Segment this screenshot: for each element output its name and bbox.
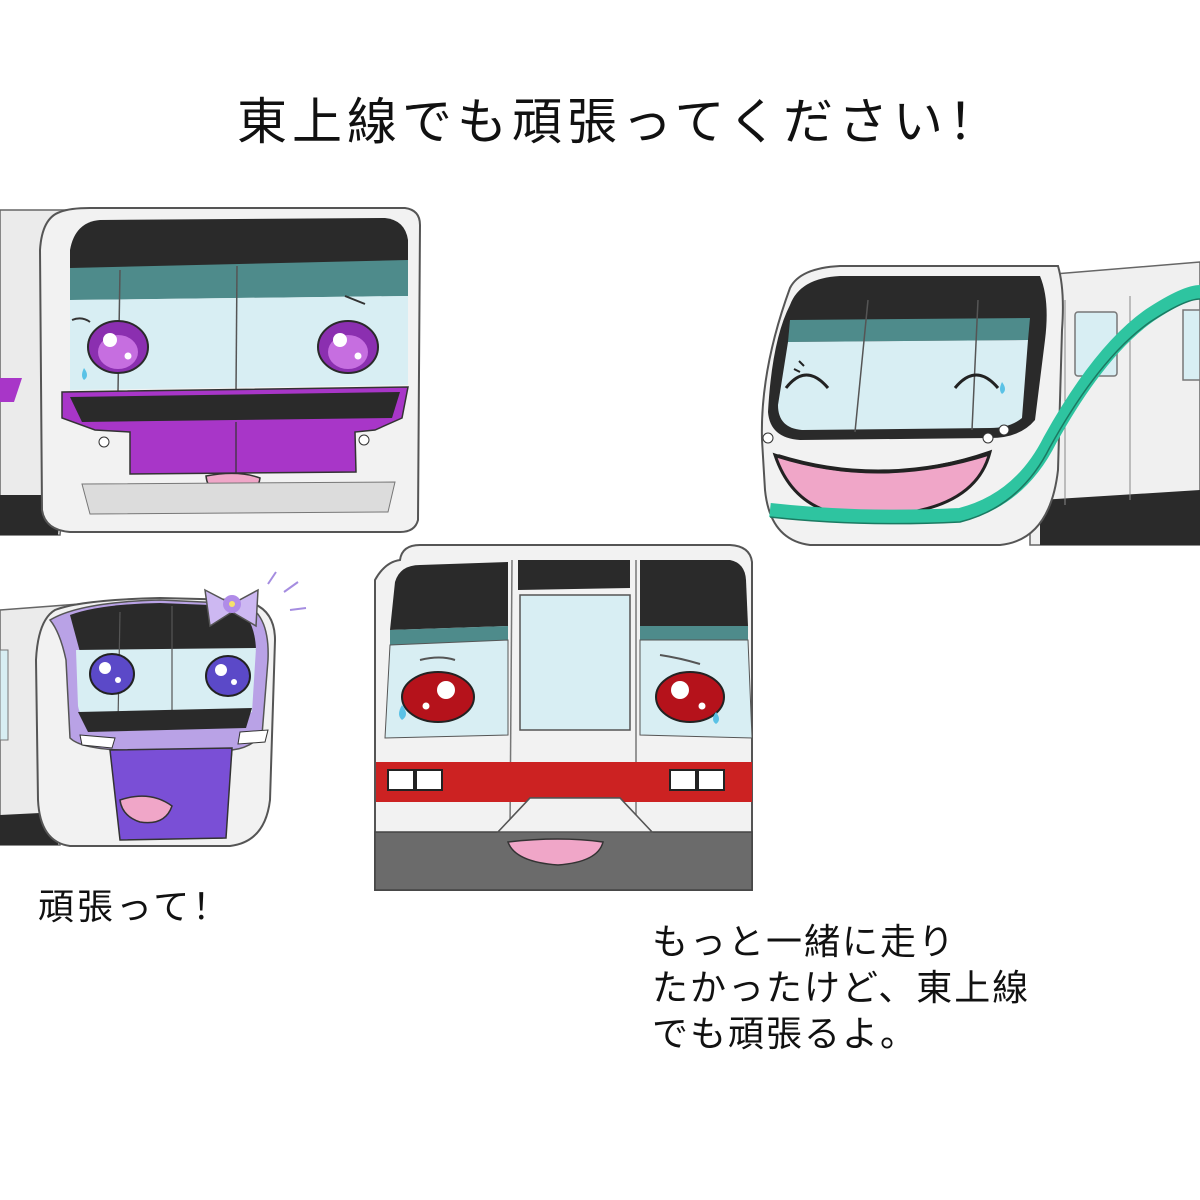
purple-train-character	[0, 207, 422, 536]
caption-right: もっと一緒に走り たかったけど、東上線 でも頑張るよ。	[652, 920, 1030, 1058]
page-title: 東上線でも頑張ってください！	[237, 93, 1003, 151]
left-eye	[401, 671, 475, 723]
green-train-character	[760, 261, 1200, 546]
lavender-train-character	[0, 571, 307, 847]
flower-bow-icon	[204, 588, 259, 628]
tear-drop-icon	[713, 712, 719, 724]
caption-left: 頑張って！	[38, 887, 232, 928]
right-eye	[205, 655, 251, 697]
left-eye	[87, 320, 149, 374]
right-eye	[655, 671, 725, 723]
tear-drop-icon	[1000, 382, 1005, 394]
tear-drop-icon	[82, 368, 87, 380]
right-eye	[317, 320, 379, 374]
tear-drop-icon	[399, 705, 406, 720]
caption-right-line: もっと一緒に走り	[652, 922, 957, 963]
red-stripe-train-character	[374, 544, 753, 891]
left-eye	[89, 653, 135, 695]
caption-right-line: たかったけど、東上線	[652, 968, 1031, 1009]
caption-right-line: でも頑張るよ。	[652, 1014, 919, 1055]
